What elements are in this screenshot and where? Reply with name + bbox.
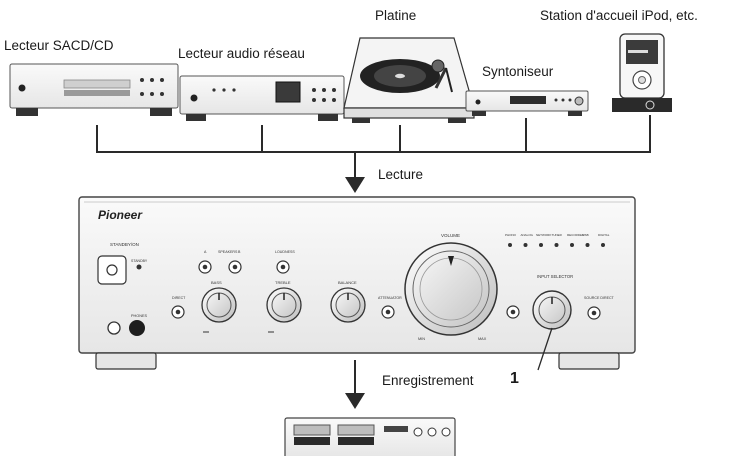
turntable	[343, 37, 475, 123]
speakers-b-label: B	[238, 250, 241, 254]
loudness-label: LOUDNESS	[275, 250, 295, 254]
label-sacd-player: Lecteur SACD/CD	[4, 38, 114, 53]
playback-arrow	[345, 177, 365, 193]
speakers-a-label: A	[204, 250, 207, 254]
input-indicator-label: NETWORK	[536, 233, 551, 237]
treble-label: TREBLE	[275, 280, 291, 285]
tuner	[465, 90, 589, 116]
input-indicator-label: PHONO	[505, 233, 517, 237]
sacd-player	[9, 63, 179, 116]
input-selector-label: INPUT SELECTOR	[537, 274, 573, 279]
label-turntable: Platine	[375, 8, 417, 23]
volume-label: VOLUME	[441, 233, 460, 238]
volume-max-label: MAX	[478, 337, 487, 341]
label-ipod-dock: Station d'accueil iPod, etc.	[540, 8, 698, 23]
label-playback: Lecture	[378, 167, 424, 182]
input-indicator-led	[570, 243, 574, 247]
input-indicator-label: ANALOG	[521, 233, 534, 237]
balance-label: BALANCE	[338, 280, 357, 285]
cassette-deck	[284, 417, 456, 459]
ipod-dock	[612, 33, 672, 112]
standby-led-label: STANDBY	[131, 259, 148, 263]
bass-label: BASS	[211, 280, 222, 285]
input-indicator-led	[523, 243, 528, 247]
label-network-player: Lecteur audio réseau	[178, 46, 305, 61]
standby-label: STANDBY/ON	[110, 242, 139, 247]
recording-arrow	[345, 393, 365, 409]
amplifier: Pioneer STANDBY/ON STANDBY PHONES SPEAKE…	[78, 196, 636, 370]
phones-label: PHONES	[131, 314, 148, 318]
amp-brand-logo: Pioneer	[98, 208, 143, 222]
callout-leader	[537, 327, 553, 371]
volume-min-label: MIN	[418, 337, 425, 341]
input-indicator-label: DIGITAL	[598, 233, 610, 237]
input-indicator-label: TUNER	[552, 233, 563, 237]
input-indicator-led	[539, 243, 543, 247]
input-indicator-led	[601, 243, 605, 247]
label-recording: Enregistrement	[382, 373, 474, 388]
direct-label: DIRECT	[172, 296, 186, 300]
source-bus-lines	[96, 115, 651, 178]
callout-number: 1	[510, 370, 519, 387]
input-indicator-label: RECORDER	[567, 233, 585, 237]
network-player	[179, 75, 345, 121]
speakers-label: SPEAKERS	[218, 250, 238, 254]
source-direct-label: SOURCE DIRECT	[584, 296, 615, 300]
label-tuner: Syntoniseur	[482, 64, 554, 79]
attenuator-label: ATTENUATOR	[378, 296, 402, 300]
input-indicator-led	[585, 243, 590, 247]
input-indicator-led	[554, 243, 559, 247]
input-indicator-label: USB	[583, 233, 589, 237]
input-indicator-led	[508, 243, 512, 247]
